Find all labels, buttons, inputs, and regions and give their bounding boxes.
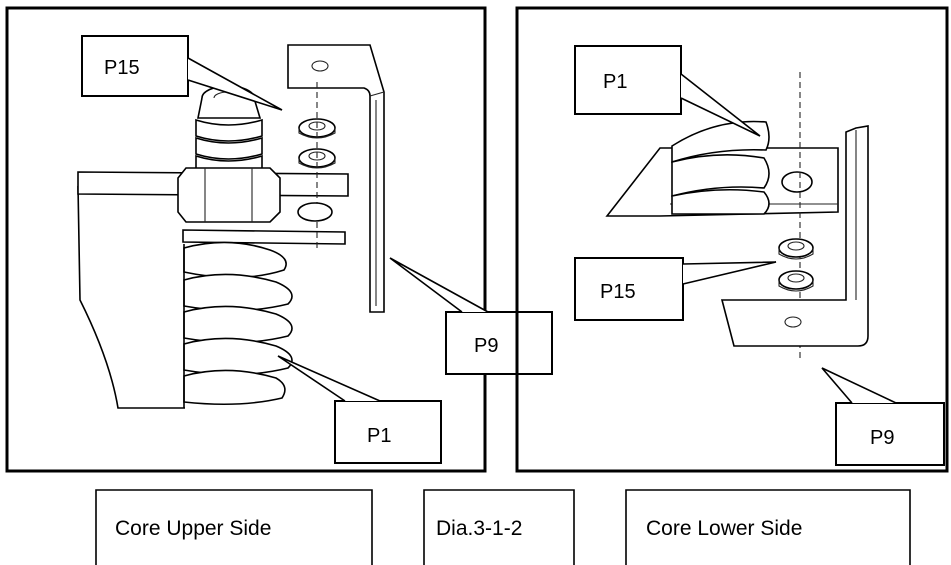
diagram-id-label: Dia.3-1-2: [436, 517, 522, 540]
washers-p15-upper: [298, 82, 336, 250]
callout-p1-lower: P1: [574, 45, 761, 137]
callout-p9-upper: P9: [389, 257, 553, 375]
caption-lower-label: Core Lower Side: [646, 517, 802, 540]
caption-lower-side: Core Lower Side: [625, 489, 911, 565]
callout-p9-lower: P9: [821, 367, 945, 466]
callout-p15-lower: P15: [574, 257, 777, 321]
coil-windings-upper: [183, 241, 293, 408]
upper-panel-frame: [5, 6, 487, 473]
callout-label: P9: [474, 335, 498, 357]
callout-label: P9: [870, 427, 894, 449]
callout-label: P15: [104, 57, 140, 79]
caption-diagram-id: Dia.3-1-2: [423, 489, 575, 565]
caption-upper-side: Core Upper Side: [95, 489, 373, 565]
callout-label: P15: [600, 281, 636, 303]
callout-p15-upper: P15: [81, 35, 283, 111]
caption-upper-label: Core Upper Side: [115, 517, 271, 540]
plate-hole-lower: [781, 171, 813, 193]
lower-side-panel: P1 P15 P9: [515, 6, 949, 473]
lower-panel-frame: [515, 6, 949, 473]
bracket-p9-upper: [287, 44, 385, 313]
callout-p1-upper: P1: [277, 355, 442, 464]
coil-windings-lower: [671, 120, 770, 215]
core-body-outline: [77, 185, 185, 409]
callout-label: P1: [603, 71, 627, 93]
upper-side-panel: P15 P9 P1: [5, 6, 553, 473]
washers-p15-lower: [778, 238, 814, 292]
core-plate-bottom: [182, 229, 346, 245]
stud-and-nut: [177, 85, 281, 223]
bracket-p9-lower: [720, 125, 869, 347]
callout-label: P1: [367, 425, 391, 447]
plate-hole-upper: [297, 202, 333, 222]
